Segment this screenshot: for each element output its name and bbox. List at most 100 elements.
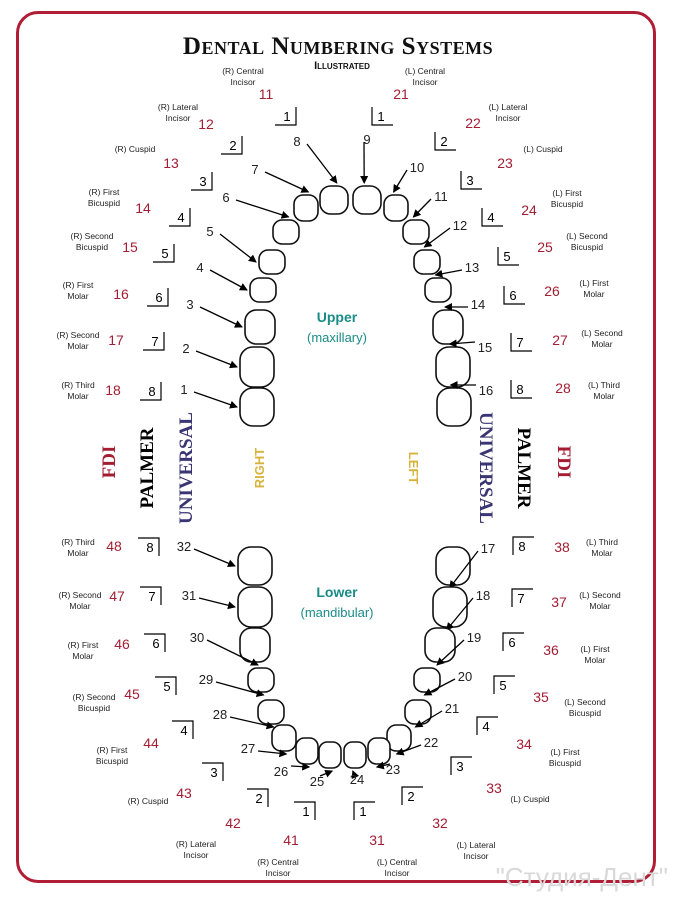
universal-number: 16	[479, 383, 493, 398]
tooth-name-line2: Bicuspid	[78, 703, 110, 713]
tooth-4[interactable]	[249, 277, 277, 303]
fdi-side-label-left: FDI	[553, 446, 574, 479]
arrow-2	[195, 350, 238, 369]
tooth-name: (L) Third	[588, 380, 620, 390]
palmer-number: 7	[151, 334, 158, 349]
tooth-6[interactable]	[272, 219, 300, 245]
tooth-25[interactable]	[318, 741, 342, 769]
right-side-label: RIGHT	[252, 448, 267, 489]
page-title: Dental Numbering Systems	[182, 33, 494, 60]
fdi-number: 26	[544, 283, 560, 299]
tooth-3[interactable]	[244, 309, 276, 345]
tooth-name-line2: Molar	[67, 548, 88, 558]
arrow-24	[351, 770, 360, 779]
fdi-number: 37	[551, 594, 567, 610]
tooth-name-line2: Molar	[591, 548, 612, 558]
universal-number: 10	[410, 160, 424, 175]
palmer-number: 8	[516, 382, 523, 397]
fdi-number: 12	[198, 116, 214, 132]
palmer-number: 5	[503, 249, 510, 264]
arrow-32	[193, 548, 236, 568]
tooth-name: (R) Second	[57, 330, 100, 340]
tooth-1[interactable]	[239, 387, 275, 427]
tooth-name-line2: Molar	[67, 391, 88, 401]
universal-number: 2	[182, 341, 189, 356]
tooth-19[interactable]	[424, 627, 456, 663]
palmer-bracket	[510, 380, 532, 399]
tooth-24[interactable]	[343, 741, 367, 769]
tooth-32[interactable]	[237, 546, 273, 586]
palmer-bracket	[221, 136, 243, 155]
tooth-name-line2: Molar	[591, 339, 612, 349]
fdi-number: 38	[554, 539, 570, 555]
palmer-number: 2	[407, 789, 414, 804]
tooth-15[interactable]	[435, 346, 471, 388]
palmer-number: 3	[466, 173, 473, 188]
tooth-name-line2: Incisor	[495, 113, 520, 123]
arrow-27	[257, 749, 288, 758]
universal-number: 19	[467, 630, 481, 645]
fdi-number: 28	[555, 380, 571, 396]
tooth-12[interactable]	[413, 249, 441, 275]
arrow-10	[393, 169, 408, 193]
tooth-name-line2: Bicuspid	[571, 242, 603, 252]
tooth-11[interactable]	[402, 219, 430, 245]
palmer-bracket	[512, 536, 534, 555]
tooth-7[interactable]	[293, 194, 319, 222]
arrow-7	[264, 171, 310, 193]
fdi-number: 16	[113, 286, 129, 302]
palmer-bracket	[294, 801, 316, 820]
tooth-30[interactable]	[239, 627, 271, 663]
palmer-bracket	[497, 247, 519, 266]
palmer-bracket	[476, 716, 498, 735]
tooth-9[interactable]	[352, 185, 382, 215]
tooth-name: (R) Lateral	[176, 839, 216, 849]
palmer-number: 7	[517, 591, 524, 606]
fdi-number: 21	[393, 86, 409, 102]
tooth-10[interactable]	[383, 194, 409, 222]
universal-side-label-left: UNIVERSAL	[475, 412, 496, 524]
tooth-26[interactable]	[295, 737, 319, 765]
fdi-number: 22	[465, 115, 481, 131]
tooth-name-line2: Molar	[72, 651, 93, 661]
tooth-14[interactable]	[432, 309, 464, 345]
palmer-number: 2	[255, 791, 262, 806]
universal-number: 6	[222, 190, 229, 205]
universal-number: 8	[293, 134, 300, 149]
tooth-31[interactable]	[237, 586, 273, 628]
arrow-19	[436, 639, 465, 666]
tooth-name-line2: Bicuspid	[549, 758, 581, 768]
fdi-number: 11	[259, 86, 274, 102]
tooth-18[interactable]	[432, 586, 468, 628]
tooth-23[interactable]	[367, 737, 391, 765]
tooth-name: (R) Third	[61, 537, 95, 547]
palmer-number: 1	[359, 804, 366, 819]
page-subtitle: Illustrated	[314, 60, 370, 72]
left-side-label: LEFT	[406, 452, 421, 485]
tooth-5[interactable]	[258, 249, 286, 275]
tooth-13[interactable]	[424, 277, 452, 303]
fdi-number: 48	[106, 538, 122, 554]
tooth-16[interactable]	[436, 387, 472, 427]
tooth-8[interactable]	[319, 185, 349, 215]
tooth-name-line2: Incisor	[412, 77, 437, 87]
tooth-17[interactable]	[435, 546, 471, 586]
tooth-name-line2: Incisor	[384, 868, 409, 878]
tooth-2[interactable]	[239, 346, 275, 388]
tooth-27[interactable]	[271, 724, 297, 752]
tooth-28[interactable]	[257, 699, 285, 725]
palmer-bracket	[147, 288, 169, 307]
tooth-29[interactable]	[247, 667, 275, 693]
tooth-name-line2: Molar	[589, 601, 610, 611]
palmer-number: 5	[499, 678, 506, 693]
tooth-name-line2: Incisor	[165, 113, 190, 123]
palmer-bracket	[138, 537, 160, 556]
fdi-number: 27	[552, 332, 568, 348]
tooth-name-line2: Molar	[583, 289, 604, 299]
